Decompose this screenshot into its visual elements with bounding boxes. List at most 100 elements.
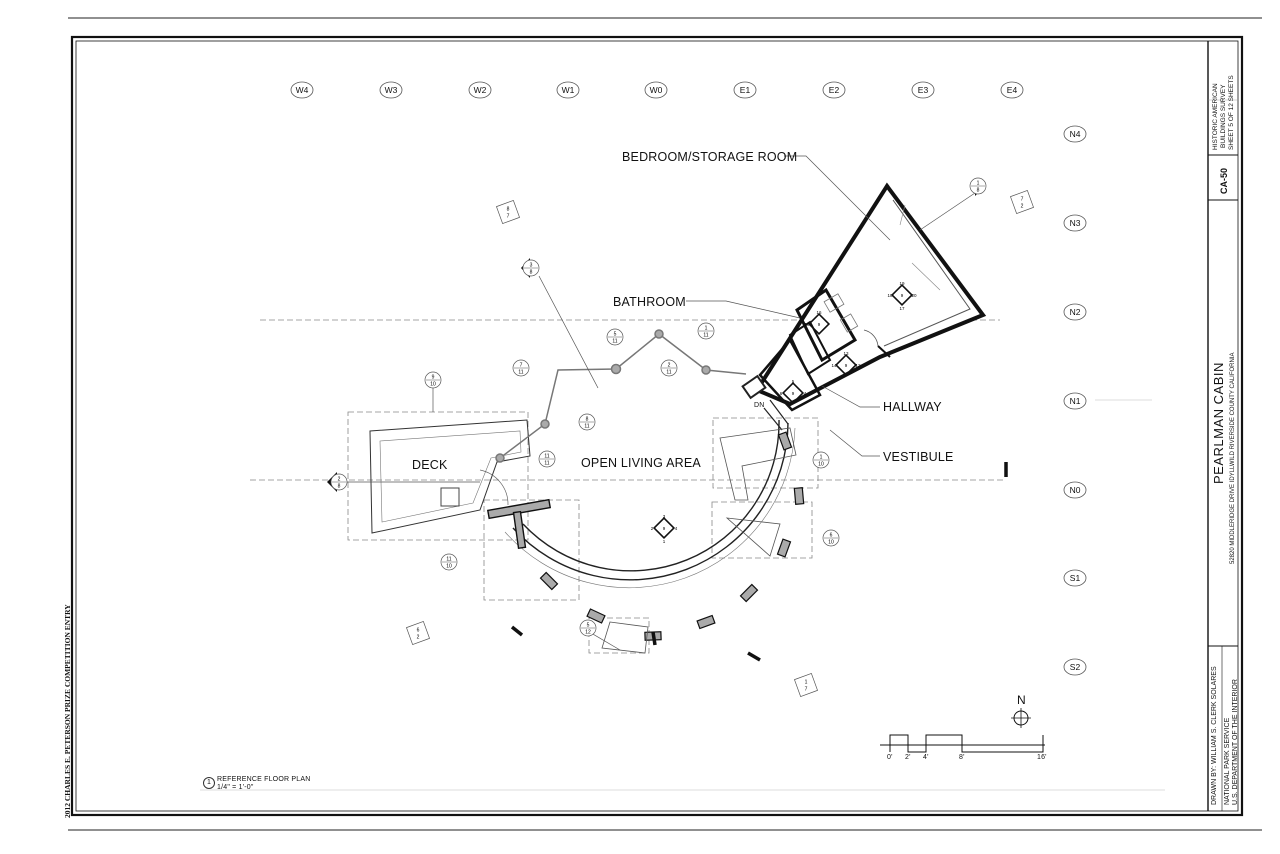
svg-text:7: 7 <box>507 214 510 220</box>
svg-text:14: 14 <box>831 363 837 368</box>
svg-text:N4: N4 <box>1070 129 1081 139</box>
survey-label-1: HISTORIC AMERICAN <box>1212 83 1219 150</box>
row-bubble-n1: N1 <box>1063 392 1087 410</box>
detail-callout: 110 <box>812 451 830 469</box>
svg-text:11: 11 <box>584 424 589 430</box>
sheet-number-label: SHEET 5 OF 12 SHEETS <box>1228 75 1235 150</box>
title-block-frame <box>1207 41 1238 811</box>
detail-callout: 62 <box>406 621 430 645</box>
room-label-bedroom: BEDROOM/STORAGE ROOM <box>622 150 798 164</box>
section-cut-line <box>495 329 747 463</box>
svg-text:11: 11 <box>544 461 549 467</box>
scale-label-4: 4' <box>923 754 929 761</box>
svg-text:10: 10 <box>446 564 452 570</box>
scale-label-2: 2' <box>905 754 911 761</box>
row-bubble-n2: N2 <box>1063 303 1087 321</box>
svg-text:7: 7 <box>520 363 523 369</box>
svg-text:15: 15 <box>804 322 810 327</box>
svg-text:10: 10 <box>828 540 834 546</box>
svg-text:1: 1 <box>805 680 808 686</box>
svg-text:11: 11 <box>446 557 451 563</box>
column-bubble-w0: W0 <box>644 81 668 99</box>
room-label-living: OPEN LIVING AREA <box>581 456 701 470</box>
svg-text:9: 9 <box>663 526 666 531</box>
survey-number: CA-50 <box>1219 167 1229 194</box>
svg-text:W3: W3 <box>385 85 398 95</box>
column-bubble-e3: E3 <box>911 81 935 99</box>
survey-label-2: BUILDINGS SURVEY <box>1220 84 1227 148</box>
svg-text:W4: W4 <box>296 85 309 95</box>
svg-text:S1: S1 <box>1070 573 1081 583</box>
detail-callout: 28 <box>330 473 348 491</box>
column-bubble-w1: W1 <box>556 81 580 99</box>
svg-text:17: 17 <box>899 306 905 311</box>
svg-text:9: 9 <box>432 375 435 381</box>
svg-text:19: 19 <box>899 281 905 286</box>
vestibule-shapes <box>601 427 797 654</box>
svg-text:8: 8 <box>507 207 510 213</box>
svg-text:11: 11 <box>612 339 617 345</box>
column-bubble-w2: W2 <box>468 81 492 99</box>
svg-text:8: 8 <box>530 270 533 276</box>
svg-text:11: 11 <box>703 333 708 339</box>
inner-border <box>75 40 1239 812</box>
row-bubble-n3: N3 <box>1063 214 1087 232</box>
svg-text:1: 1 <box>705 326 708 332</box>
svg-text:18: 18 <box>887 293 893 298</box>
svg-text:9: 9 <box>792 391 795 396</box>
detail-callout: 511 <box>606 328 624 346</box>
svg-text:N3: N3 <box>1070 218 1081 228</box>
room-label-deck: DECK <box>412 458 448 472</box>
interior-elevation-diamonds <box>652 283 914 540</box>
column-grid-bubbles: W4 W3 W2 W1 W0 E1 E2 E3 E4 <box>290 81 1024 99</box>
svg-text:7: 7 <box>805 687 808 693</box>
svg-text:E4: E4 <box>1007 85 1018 95</box>
room-label-hallway: HALLWAY <box>883 400 942 414</box>
svg-text:5: 5 <box>587 623 590 629</box>
column-bubble-w4: W4 <box>290 81 314 99</box>
svg-text:11: 11 <box>544 454 549 460</box>
outer-border <box>70 35 1244 817</box>
room-label-vestibule: VESTIBULE <box>883 450 954 464</box>
detail-callout: 711 <box>512 359 530 377</box>
svg-text:8: 8 <box>338 484 341 490</box>
detail-callout: 111 <box>697 322 715 340</box>
entry-stair <box>741 374 789 431</box>
svg-text:1: 1 <box>820 455 823 461</box>
svg-text:1: 1 <box>663 539 666 544</box>
svg-text:6: 6 <box>417 628 420 634</box>
row-bubble-n4: N4 <box>1063 125 1087 143</box>
drawn-by-label: DRAWN BY: WILLIAM S. CLERK SOLARES <box>1211 666 1218 805</box>
svg-text:W1: W1 <box>562 85 575 95</box>
svg-text:W2: W2 <box>474 85 487 95</box>
row-bubble-s1: S1 <box>1063 569 1087 587</box>
svg-text:9: 9 <box>901 293 904 298</box>
agency-label-2: U.S. DEPARTMENT OF THE INTERIOR <box>1232 679 1239 805</box>
agency-label-1: NATIONAL PARK SERVICE <box>1224 717 1231 805</box>
bathroom-walls <box>758 287 879 412</box>
wall-stubs <box>510 462 1008 662</box>
svg-text:2: 2 <box>651 526 654 531</box>
t-wall <box>486 498 552 550</box>
svg-text:E1: E1 <box>740 85 751 95</box>
svg-text:9: 9 <box>845 363 848 368</box>
bedroom-walls <box>754 182 987 407</box>
svg-text:6: 6 <box>780 391 783 396</box>
svg-text:3: 3 <box>530 263 533 269</box>
curved-glass-wall <box>504 419 796 589</box>
svg-text:E2: E2 <box>829 85 840 95</box>
svg-text:16: 16 <box>816 310 822 315</box>
svg-text:11: 11 <box>666 370 671 376</box>
svg-text:4: 4 <box>804 391 807 396</box>
svg-text:9: 9 <box>818 322 821 327</box>
svg-text:13: 13 <box>843 351 849 356</box>
svg-text:10: 10 <box>818 462 824 468</box>
building-name: PEARLMAN CABIN <box>1211 362 1226 484</box>
svg-text:N0: N0 <box>1070 485 1081 495</box>
scale-label-0: 0' <box>887 754 893 761</box>
svg-text:N2: N2 <box>1070 307 1081 317</box>
detail-callout: 910 <box>424 371 442 389</box>
